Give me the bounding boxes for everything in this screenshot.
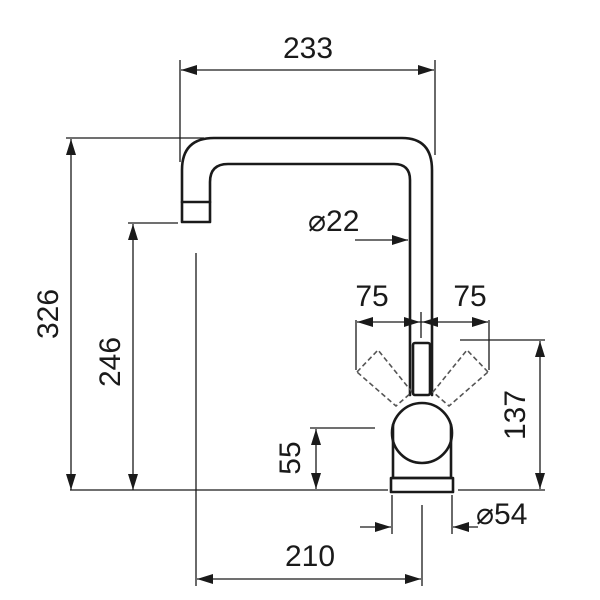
- dim-pipe-diameter: ⌀22: [308, 205, 408, 245]
- dim-total-width-label: 233: [283, 32, 333, 65]
- faucet-outline: [180, 136, 490, 494]
- dim-total-height-label: 326: [32, 289, 65, 339]
- dim-spout-height-label: 246: [94, 337, 127, 387]
- dim-base-diameter: ⌀54: [360, 495, 527, 534]
- dim-lever-left-label: 75: [355, 280, 388, 313]
- dim-body-height-label: 55: [274, 441, 307, 474]
- lever-right-dashed-position: [431, 348, 490, 408]
- dim-lever-swing: 75 75: [355, 280, 490, 370]
- dim-spout-height: 246: [94, 222, 178, 490]
- faucet-body-housing: [391, 423, 453, 480]
- spout-nozzle: [180, 200, 212, 224]
- spout-outer-contour: [180, 136, 434, 397]
- dim-lever-height-label: 137: [499, 390, 532, 440]
- dim-lever-right-label: 75: [453, 280, 486, 313]
- dim-pipe-diameter-label: ⌀22: [308, 205, 359, 238]
- dim-total-height: 326: [32, 137, 204, 490]
- lever-handle: [411, 341, 432, 397]
- dim-reach-label: 210: [285, 540, 335, 573]
- spout-inner-contour: [208, 162, 412, 397]
- faucet-base: [389, 476, 455, 494]
- dim-base-diameter-label: ⌀54: [476, 498, 527, 531]
- dim-reach: 210: [195, 253, 423, 586]
- dim-body-height: 55: [274, 427, 375, 489]
- faucet-body-circle: [390, 401, 454, 465]
- dim-total-width: 233: [179, 32, 436, 162]
- dim-lever-height: 137: [458, 339, 545, 491]
- lever-left-dashed-position: [355, 348, 414, 408]
